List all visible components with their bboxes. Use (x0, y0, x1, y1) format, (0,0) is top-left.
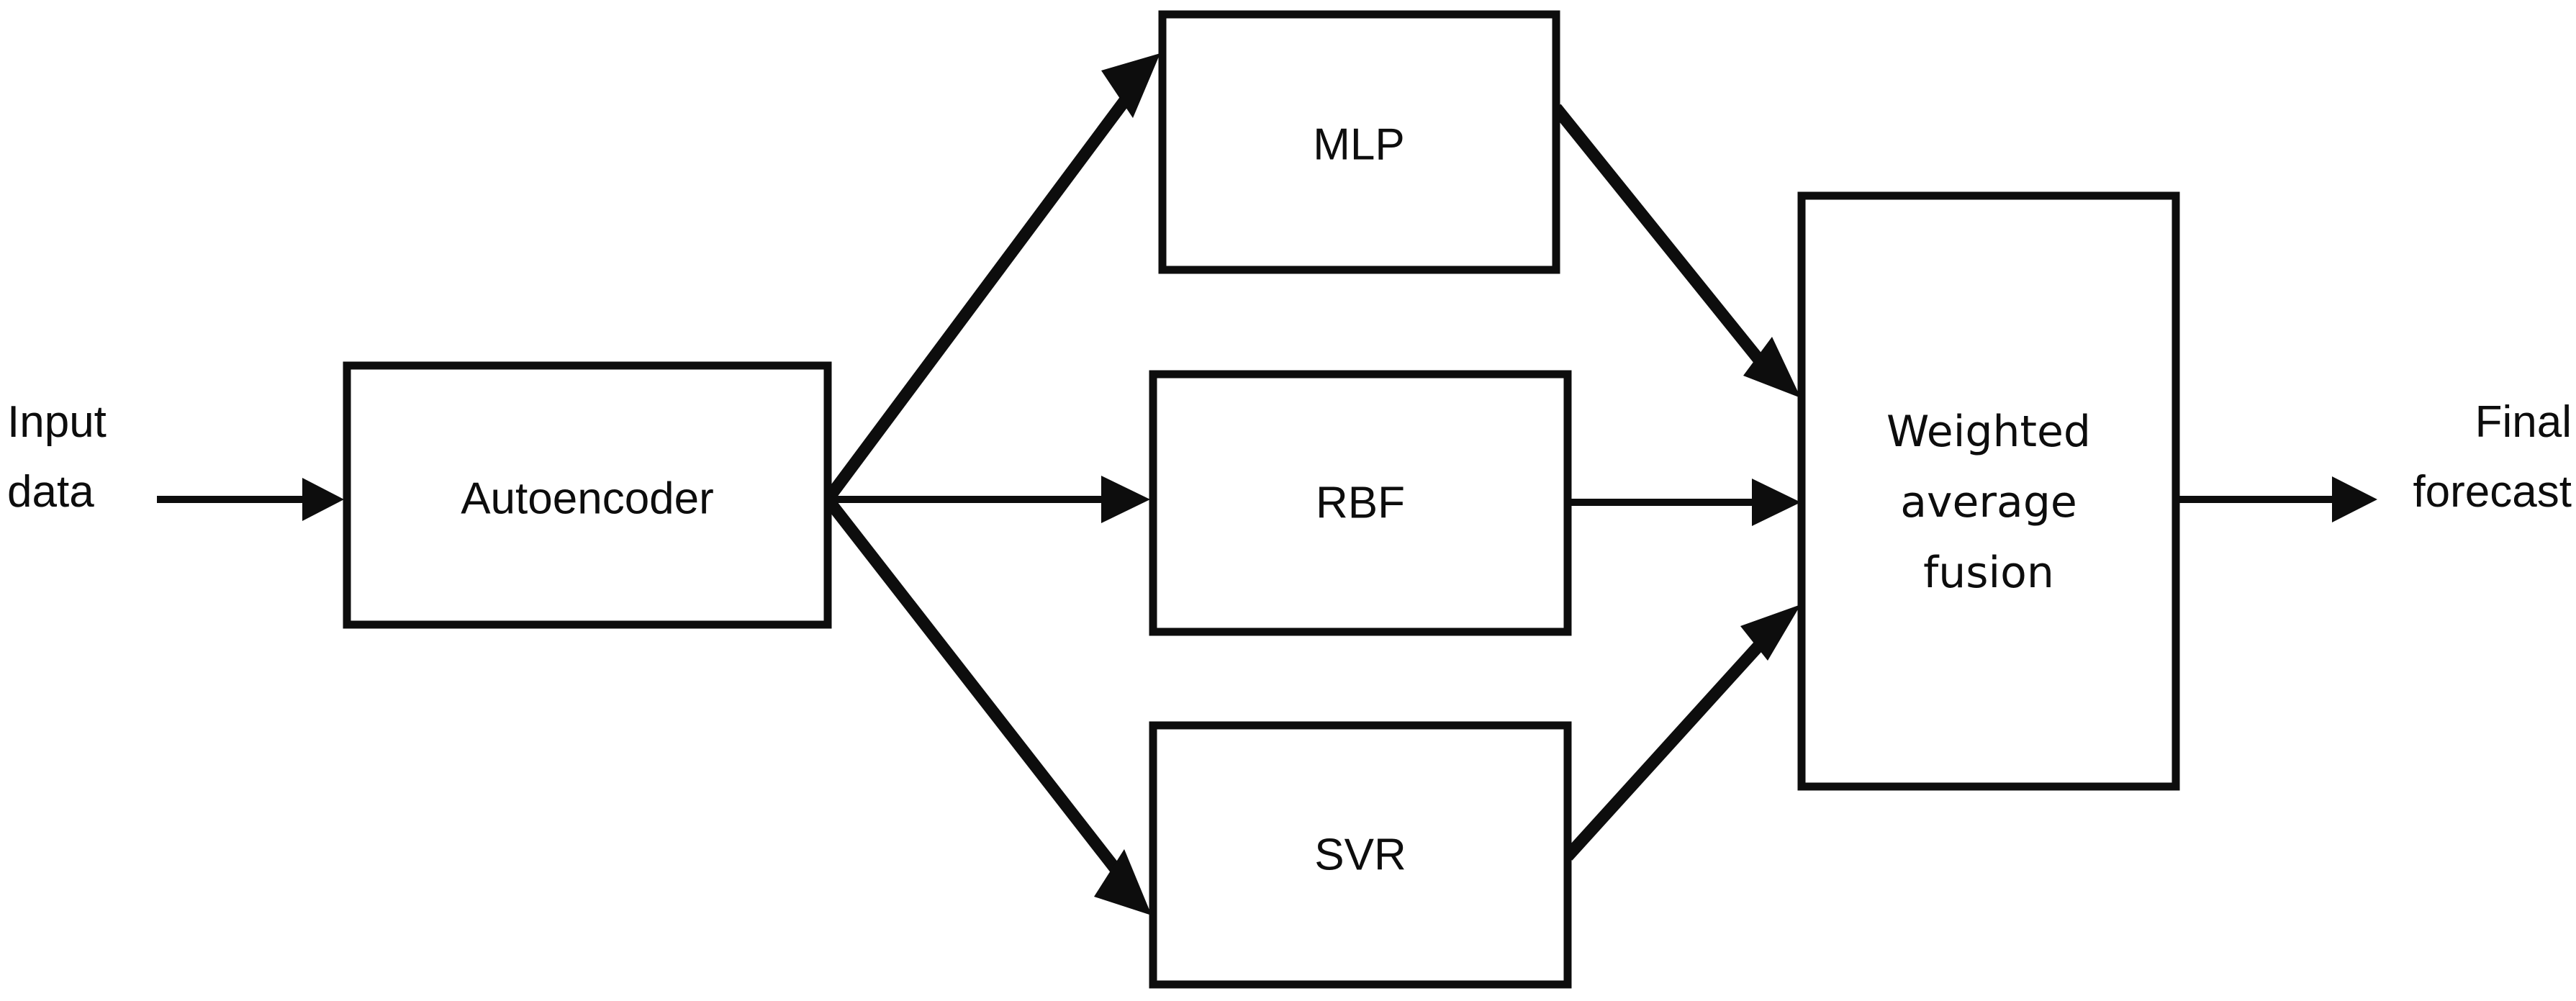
edge-mlp-to-fusion (1551, 104, 1801, 398)
node-rbf[interactable]: RBF (1149, 370, 1572, 636)
svr-box[interactable] (1149, 721, 1572, 989)
fusion-label-line3: fusion (1923, 548, 2054, 598)
node-mlp[interactable]: MLP (1158, 10, 1560, 274)
node-svr[interactable]: SVR (1149, 721, 1572, 989)
edge-line-autoencoder-to-svr (823, 495, 1126, 881)
arrow-head-autoencoder-to-mlp (1101, 53, 1160, 118)
fusion-label-line1: Weighted (1886, 407, 2091, 457)
autoencoder-label: Autoencoder (461, 474, 714, 523)
node-fusion[interactable]: Weighted average fusion (1797, 191, 2180, 791)
node-autoencoder[interactable]: Autoencoder (343, 361, 832, 629)
node-input-data: Input data (7, 397, 107, 517)
arrow-head-autoencoder-to-rbf (1101, 476, 1150, 523)
fusion-box[interactable] (1797, 191, 2180, 791)
rbf-box[interactable] (1149, 370, 1572, 636)
fusion-label-line2: average (1900, 477, 2077, 527)
edge-rbf-to-fusion (1568, 479, 1801, 526)
edge-autoencoder-to-rbf (828, 476, 1150, 523)
arrow-head-input-to-autoencoder (302, 478, 344, 521)
mlp-box[interactable] (1158, 10, 1560, 274)
input-data-label-line2: data (7, 467, 94, 517)
rbf-label: RBF (1316, 478, 1405, 527)
final-forecast-label-line1: Final (2475, 397, 2572, 447)
edge-line-svr-to-fusion (1563, 635, 1770, 861)
arrow-head-rbf-to-fusion (1752, 479, 1801, 526)
edge-line-mlp-to-fusion (1551, 104, 1770, 371)
input-data-label-line1: Input (7, 397, 107, 447)
arrow-head-fusion-to-final (2332, 476, 2377, 522)
svr-label: SVR (1314, 830, 1406, 879)
node-final-forecast: Final forecast (2413, 397, 2572, 517)
final-forecast-label-line2: forecast (2413, 467, 2572, 517)
edge-input-to-autoencoder (157, 478, 344, 521)
arrow-head-svr-to-fusion (1740, 604, 1801, 661)
autoencoder-box[interactable] (343, 361, 832, 629)
edge-autoencoder-to-mlp (823, 53, 1160, 504)
edge-autoencoder-to-svr (823, 495, 1152, 915)
mlp-label: MLP (1313, 119, 1404, 169)
arrow-head-autoencoder-to-svr (1094, 849, 1152, 915)
edge-fusion-to-final (2176, 476, 2377, 522)
arrow-head-mlp-to-fusion (1743, 337, 1801, 398)
edge-svr-to-fusion (1563, 604, 1801, 861)
edge-line-autoencoder-to-mlp (823, 89, 1135, 504)
